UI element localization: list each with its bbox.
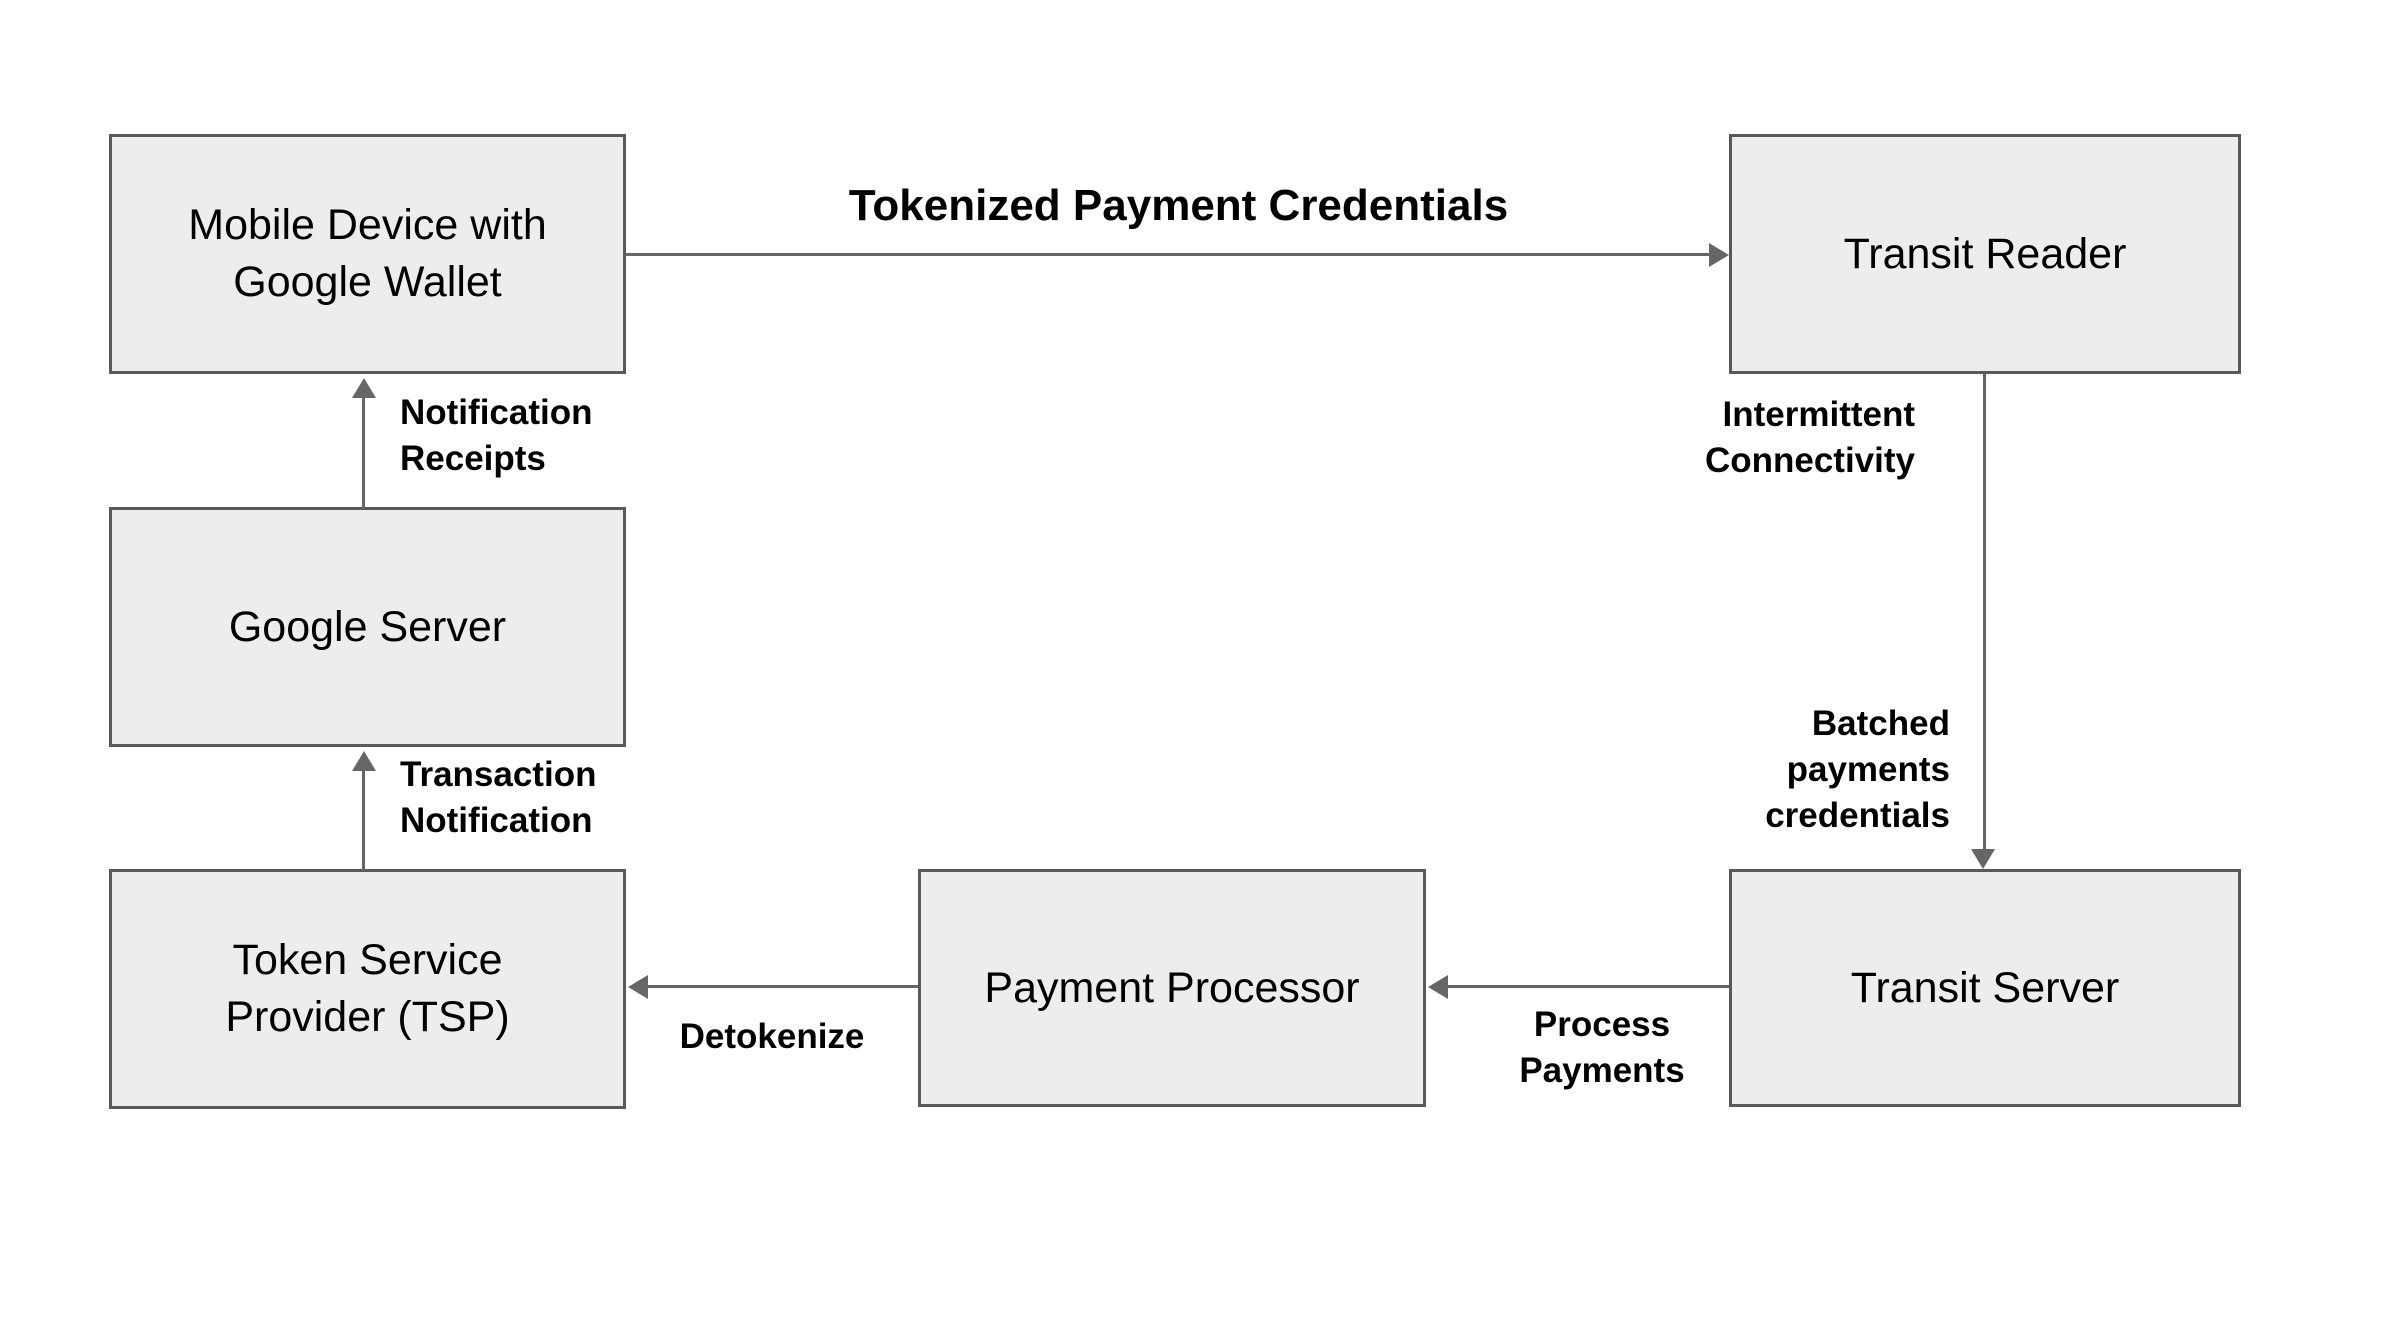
connector-google-to-mobile bbox=[362, 396, 365, 509]
edge-label-batched-payments-credentials: Batched payments credentials bbox=[1765, 704, 1950, 835]
edge-label-process-payments: Process Payments bbox=[1519, 1005, 1685, 1090]
edge-label-detokenize: Detokenize bbox=[679, 1017, 865, 1056]
edge-label-notification-receipts: Notification Receipts bbox=[400, 393, 593, 478]
connector-tsp-to-google bbox=[362, 769, 365, 871]
connector-transit-server-to-processor bbox=[1446, 985, 1729, 988]
edge-label-intermittent-connectivity: Intermittent Connectivity bbox=[1704, 395, 1915, 480]
node-mobile-device: Mobile Device with Google Wallet bbox=[109, 134, 626, 374]
node-mobile-device-label: Mobile Device with Google Wallet bbox=[188, 201, 547, 306]
arrowhead-left-icon bbox=[628, 975, 648, 999]
node-transit-reader-label: Transit Reader bbox=[1843, 229, 2127, 278]
node-token-service-provider-label: Token Service Provider (TSP) bbox=[225, 936, 510, 1041]
node-google-server-label: Google Server bbox=[228, 602, 507, 651]
connector-reader-to-transit-server bbox=[1983, 374, 1986, 851]
node-payment-processor: Payment Processor bbox=[918, 869, 1426, 1107]
node-payment-processor-label: Payment Processor bbox=[984, 963, 1360, 1012]
arrowhead-up-icon bbox=[352, 378, 376, 398]
node-transit-server: Transit Server bbox=[1729, 869, 2241, 1107]
arrowhead-left-icon bbox=[1428, 975, 1448, 999]
arrowhead-up-icon bbox=[352, 751, 376, 771]
connector-mobile-to-reader bbox=[626, 253, 1711, 256]
arrowhead-down-icon bbox=[1971, 849, 1995, 869]
node-token-service-provider: Token Service Provider (TSP) bbox=[109, 869, 626, 1109]
node-google-server: Google Server bbox=[109, 507, 626, 747]
edge-label-tokenized-payment-credentials: Tokenized Payment Credentials bbox=[848, 181, 1509, 230]
edge-label-transaction-notification: Transaction Notification bbox=[400, 755, 597, 840]
node-transit-server-label: Transit Server bbox=[1850, 963, 2120, 1012]
node-transit-reader: Transit Reader bbox=[1729, 134, 2241, 374]
connector-processor-to-tsp bbox=[646, 985, 918, 988]
arrowhead-right-icon bbox=[1709, 243, 1729, 267]
